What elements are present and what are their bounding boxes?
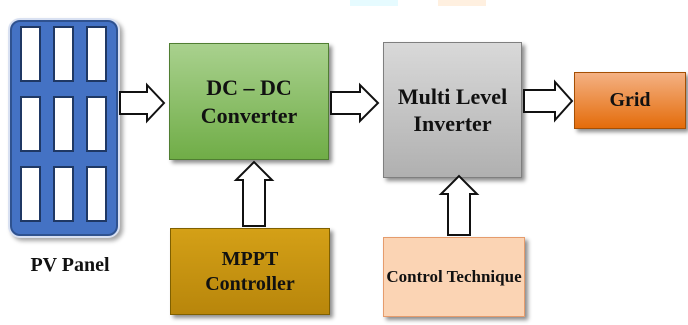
pv-cell — [53, 96, 74, 152]
pv-cell — [86, 96, 107, 152]
arrow-converter-to-inverter — [330, 82, 380, 124]
pv-cell — [86, 26, 107, 82]
mppt-controller: MPPT Controller — [170, 228, 330, 315]
pv-cell — [53, 166, 74, 222]
pv-cell — [86, 166, 107, 222]
arrow-mppt-to-converter — [233, 160, 275, 227]
mppt-controller-label: MPPT Controller — [205, 247, 295, 295]
multi-level-inverter-label: Multi Level Inverter — [397, 83, 508, 137]
arrow-pv-to-converter — [119, 82, 166, 124]
pv-panel — [8, 18, 120, 238]
pv-cell — [20, 96, 41, 152]
arrow-inverter-to-grid — [523, 79, 574, 123]
arrow-control-to-inverter — [438, 174, 480, 236]
top-decoration-cyan — [350, 0, 398, 6]
grid-label: Grid — [609, 89, 651, 111]
dc-dc-converter-label: DC – DC Converter — [200, 75, 298, 128]
control-technique-label: Control Technique — [386, 267, 522, 287]
multi-level-inverter: Multi Level Inverter — [383, 42, 522, 178]
pv-cell — [20, 26, 41, 82]
pv-panel-label: PV Panel — [30, 254, 110, 276]
grid: Grid — [574, 72, 686, 129]
pv-cell — [53, 26, 74, 82]
top-decoration-peach — [438, 0, 486, 6]
dc-dc-converter: DC – DC Converter — [169, 43, 329, 160]
control-technique: Control Technique — [383, 237, 525, 317]
pv-cell — [20, 166, 41, 222]
